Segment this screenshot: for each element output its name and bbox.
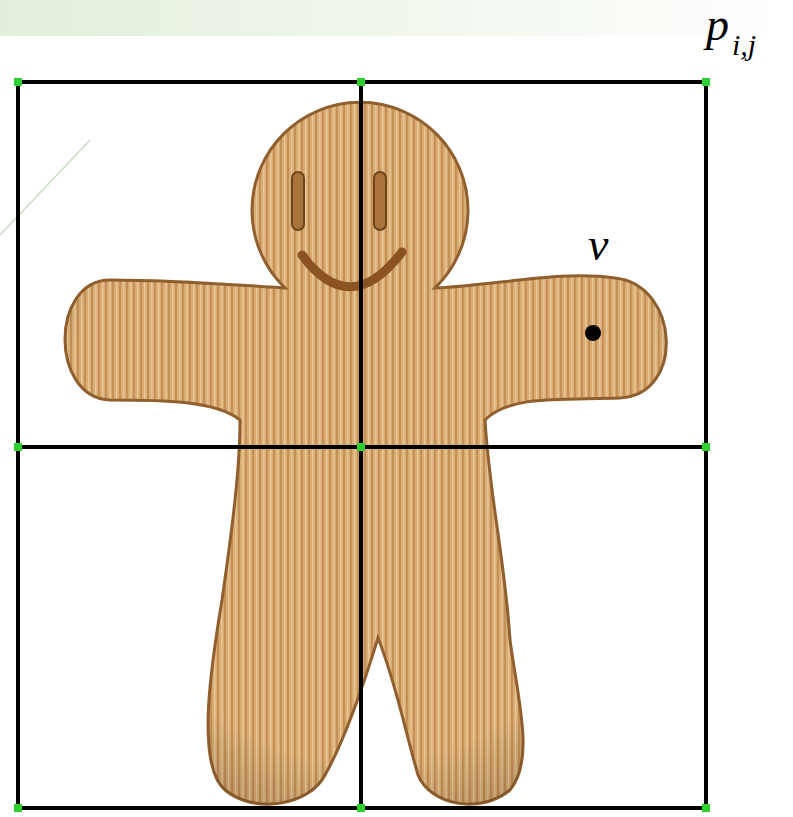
control-grid	[18, 82, 706, 808]
decor-line	[0, 140, 90, 235]
gingerbread-man	[65, 102, 666, 804]
point-subscript: i,j	[732, 30, 756, 60]
background-band	[0, 0, 793, 36]
control-points	[14, 78, 710, 812]
point-label: p	[706, 2, 729, 48]
vertex-dot	[585, 325, 601, 341]
vertex-label: v	[588, 222, 608, 268]
